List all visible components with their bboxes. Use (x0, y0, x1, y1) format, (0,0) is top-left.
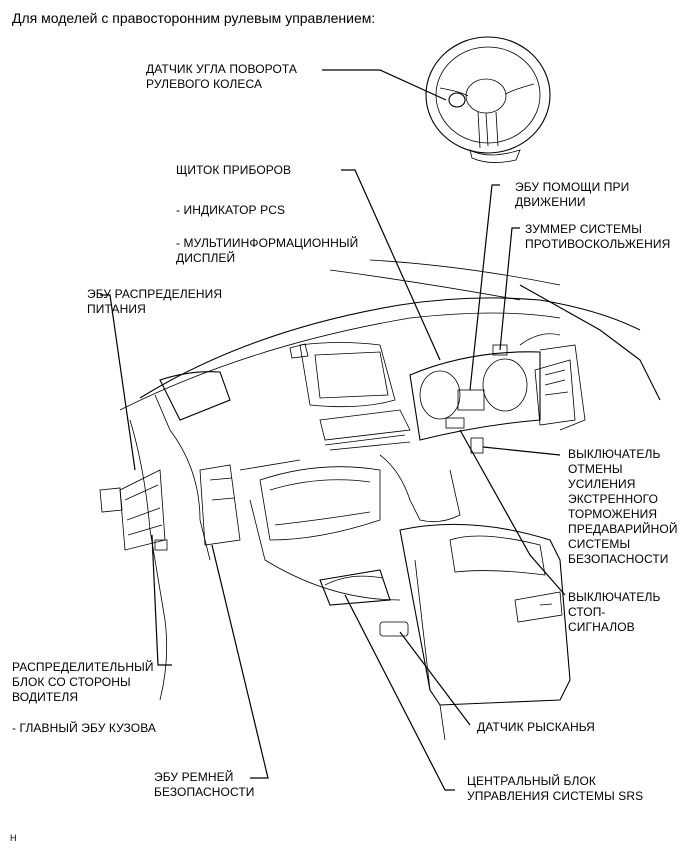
label-steering-angle-sensor: ДАТЧИК УГЛА ПОВОРОТА РУЛЕВОГО КОЛЕСА (146, 62, 298, 91)
label-yaw-rate-sensor: ДАТЧИК РЫСКАНЬЯ (477, 720, 595, 734)
label-brake-assist-cancel-switch: ВЫКЛЮЧАТЕЛЬ ОТМЕНЫ УСИЛЕНИЯ ЭКСТРЕННОГО … (568, 447, 678, 566)
label-main-body-ecu: - ГЛАВНЫЙ ЭБУ КУЗОВА (12, 721, 157, 735)
label-driver-junction-block: РАСПРЕДЕЛИТЕЛЬНЫЙ БЛОК СО СТОРОНЫ ВОДИТЕ… (12, 660, 154, 704)
label-multi-display: - МУЛЬТИИНФОРМАЦИОННЫЙ ДИСПЛЕЙ (176, 236, 359, 265)
label-seatbelt-ecu: ЭБУ РЕМНЕЙ БЕЗОПАСНОСТИ (154, 770, 255, 799)
label-skid-control-buzzer: ЗУММЕР СИСТЕМЫ ПРОТИВОСКОЛЬЖЕНИЯ (525, 222, 671, 251)
label-driving-support-ecu: ЭБУ ПОМОЩИ ПРИ ДВИЖЕНИИ (515, 180, 630, 209)
leader-lines (100, 69, 566, 791)
label-srs-center-unit: ЦЕНТРАЛЬНЫЙ БЛОК УПРАВЛЕНИЯ СИСТЕМЫ SRS (467, 774, 644, 803)
page-header: Для моделей с правосторонним рулевым упр… (12, 10, 376, 26)
label-combination-meter: ЩИТОК ПРИБОРОВ (176, 163, 292, 177)
label-power-distribution-ecu: ЭБУ РАСПРЕДЕЛЕНИЯ ПИТАНИЯ (87, 287, 223, 316)
label-pcs-indicator: - ИНДИКАТОР PCS (176, 203, 286, 217)
label-stop-light-switch: ВЫКЛЮЧАТЕЛЬ СТОП- СИГНАЛОВ (568, 590, 661, 634)
dashboard-body (99, 259, 661, 741)
footer-mark: H (10, 833, 17, 843)
